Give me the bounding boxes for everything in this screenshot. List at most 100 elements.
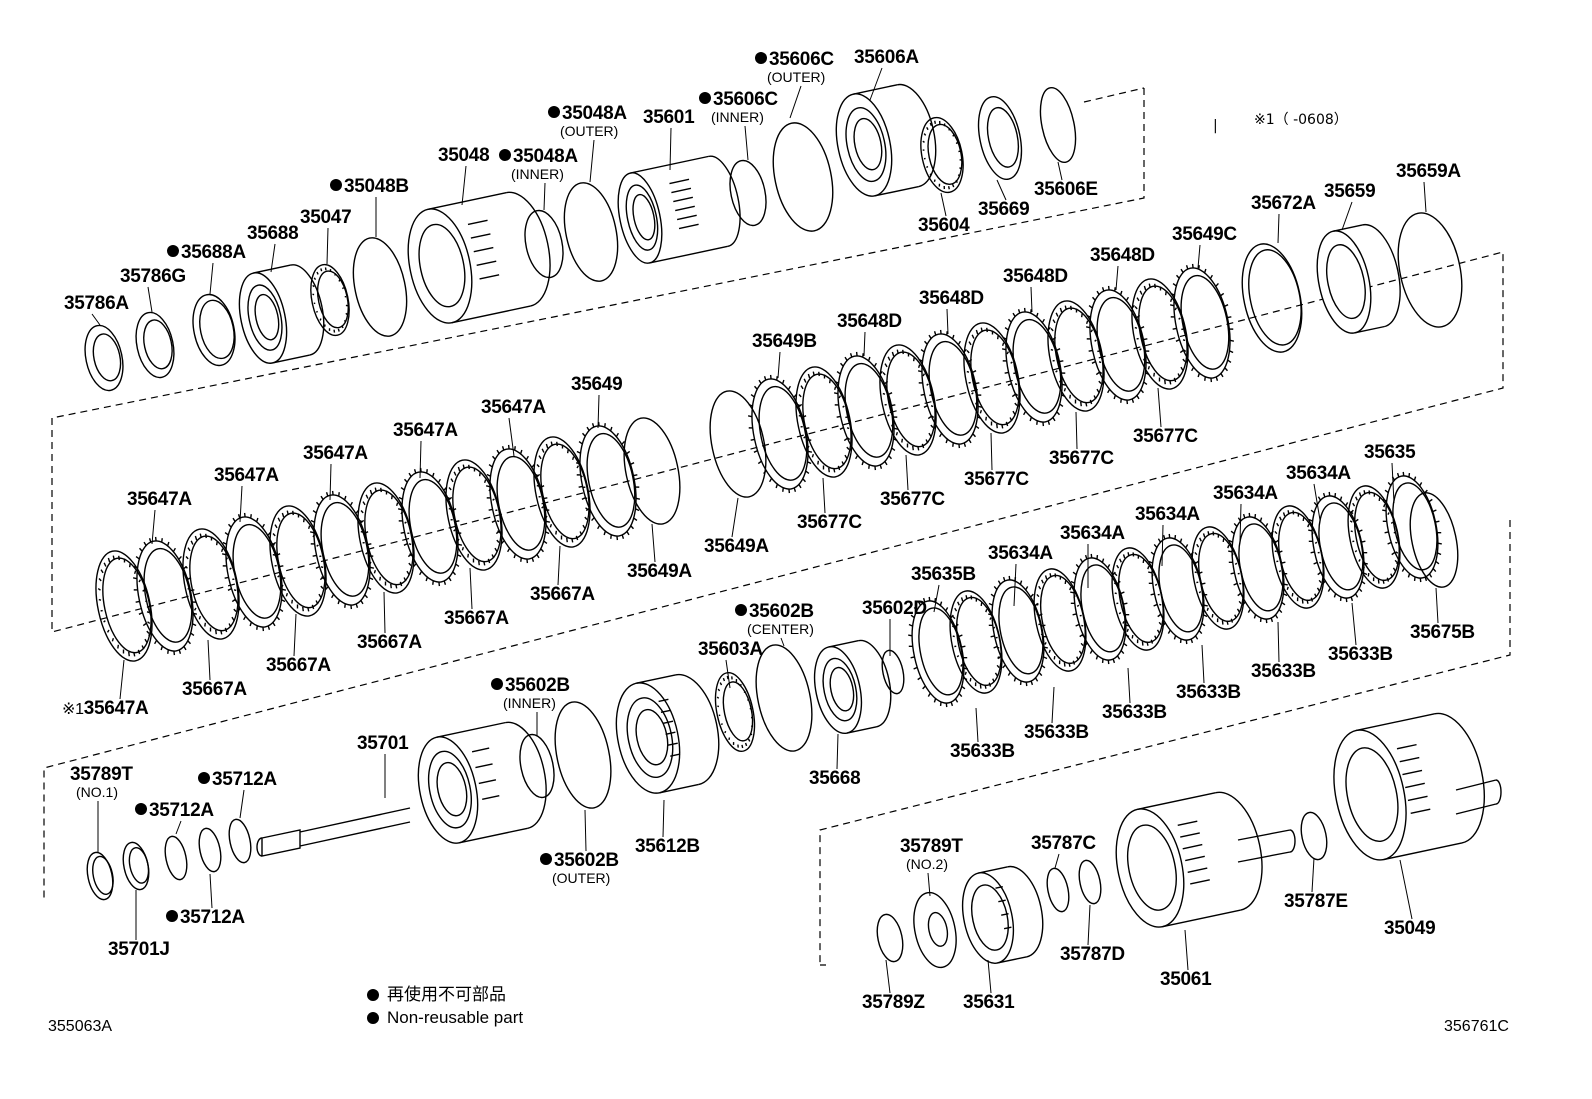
- part-label-35047: 35047: [300, 207, 352, 228]
- part-number: 35602B: [505, 675, 570, 696]
- figure-code-right: 356761C: [1444, 1018, 1509, 1035]
- leader-line-35631: [987, 959, 992, 994]
- part-label-35786A: 35786A: [64, 294, 129, 314]
- steel-plate-35677C: [795, 366, 853, 478]
- non-reusable-bullet-icon: [135, 803, 147, 815]
- flange-35672A: [1241, 243, 1303, 353]
- part-number: 35606C: [769, 49, 834, 70]
- part-label-35667A-3: 35667A: [357, 633, 422, 653]
- part-label-35604: 35604: [918, 215, 970, 236]
- leader-line-35633B-6: [975, 707, 979, 743]
- leader-line-35049: [1399, 859, 1413, 920]
- parts-group: [84, 83, 1502, 969]
- part-label-35712A-3: 35712A: [166, 908, 245, 928]
- friction-plate-35648D: [1085, 285, 1151, 405]
- part-number: 35647A: [393, 420, 458, 441]
- part-number: 35648D: [837, 311, 902, 332]
- part-sub-label: (OUTER): [767, 69, 826, 85]
- part-label-35647A-6: ※135647A: [62, 698, 149, 720]
- part-number: 35634A: [988, 543, 1053, 564]
- snap-ring-35649A: [623, 417, 681, 525]
- leader-line-35647A-2: [419, 440, 422, 479]
- leader-line-35647A-5: [151, 509, 156, 545]
- part-number: 35789Z: [862, 992, 925, 1013]
- part-sub-label: (NO.1): [76, 784, 118, 800]
- part-number: 35647A: [303, 443, 368, 464]
- leader-line-35647A-3: [329, 463, 332, 501]
- part-label-35635: 35635: [1364, 442, 1416, 463]
- bullet-icon: [367, 989, 379, 1001]
- part-number: 35604: [918, 215, 970, 236]
- steel-plate-35677C: [879, 344, 937, 456]
- part-number: 35633B: [1251, 661, 1316, 682]
- shaft-hub-35701: [417, 721, 547, 844]
- part-number: 35786G: [120, 266, 186, 287]
- non-reusable-bullet-icon: [755, 52, 767, 64]
- part-label-35667A-4: 35667A: [266, 656, 331, 676]
- shaft-35701: [256, 807, 411, 857]
- part-label-35631: 35631: [963, 993, 1015, 1013]
- leader-line-35677C-2: [1075, 411, 1078, 450]
- part-number: 35649B: [752, 331, 817, 352]
- part-number: 35633B: [1102, 702, 1167, 723]
- part-label-35668: 35668: [809, 769, 861, 789]
- non-reusable-bullet-icon: [548, 106, 560, 118]
- friction-plate-35635B: [908, 596, 968, 708]
- dashed-frame: [1083, 87, 1145, 103]
- leader-line-35786A: [91, 313, 101, 326]
- note-footnote: ※1（ -0608）: [1254, 112, 1348, 128]
- leader-line-35647A-1: [508, 417, 515, 457]
- leader-line-35634A-2: [1239, 503, 1242, 543]
- part-number: 35712A: [149, 800, 214, 821]
- leader-line-35061: [1184, 929, 1189, 971]
- part-number: 35647A: [214, 465, 279, 486]
- leader-line-35633B-1: [1351, 602, 1357, 646]
- part-label-35647A-4: 35647A: [214, 466, 279, 486]
- leader-line-35675B: [1435, 587, 1439, 624]
- leader-line-35648D-3: [946, 308, 949, 335]
- part-number: 35701: [357, 733, 409, 754]
- leader-line-35635B: [933, 584, 940, 613]
- drum-35061: [1115, 791, 1263, 928]
- part-label-35633B-5: 35633B: [1024, 723, 1089, 743]
- leader-line-35688A: [209, 262, 214, 295]
- part-label-35633B-3: 35633B: [1176, 683, 1241, 703]
- part-label-35648D-1: 35648D: [1090, 246, 1155, 266]
- oring-35712A-a: [164, 835, 188, 881]
- leader-line-35712A-3: [209, 873, 213, 909]
- part-number: 35647A: [83, 698, 149, 719]
- leader-line-35606C-inner: [744, 125, 749, 161]
- part-number: 35649A: [627, 561, 692, 582]
- part-label-35603A: 35603A: [698, 640, 763, 660]
- leader-line-35667A-4: [293, 613, 297, 657]
- part-number: 35601: [643, 107, 695, 128]
- part-label-35606A: 35606A: [854, 48, 919, 68]
- part-number: 35649C: [1172, 224, 1237, 245]
- leader-line-35048: [461, 165, 467, 206]
- friction-plate-35648D: [1001, 307, 1067, 427]
- part-label-35789T-no1: 35789T: [70, 765, 133, 785]
- part-label-35677C-4: 35677C: [880, 490, 945, 510]
- leader-line-35648D-1: [1115, 265, 1119, 291]
- bearing-35688: [238, 264, 325, 364]
- part-number: 35701J: [108, 939, 170, 960]
- piston-35668: [813, 639, 892, 734]
- leader-line-35659A: [1423, 181, 1427, 213]
- legend-japanese: 再使用不可部品: [367, 985, 506, 1005]
- leader-line-35659: [1341, 201, 1353, 231]
- part-number: 35635: [1364, 442, 1416, 463]
- leader-line-35634A-3: [1161, 524, 1164, 567]
- oring-35048A-inner: [524, 209, 564, 279]
- part-number: 35677C: [1049, 448, 1114, 469]
- clutch-35606A: [835, 83, 937, 197]
- figure-code-left: 355063A: [48, 1018, 113, 1035]
- part-label-35048A-outer: 35048A: [548, 104, 627, 124]
- part-label-35787E: 35787E: [1284, 892, 1348, 912]
- part-number: 35047: [300, 207, 352, 228]
- steel-plate-35647A: [269, 505, 327, 617]
- oring-35602B-center: [755, 644, 813, 752]
- part-label-35602D: 35602D: [862, 599, 927, 619]
- part-number: 35048A: [513, 146, 578, 167]
- leader-line-35649: [597, 394, 600, 429]
- part-number: 35712A: [180, 907, 245, 928]
